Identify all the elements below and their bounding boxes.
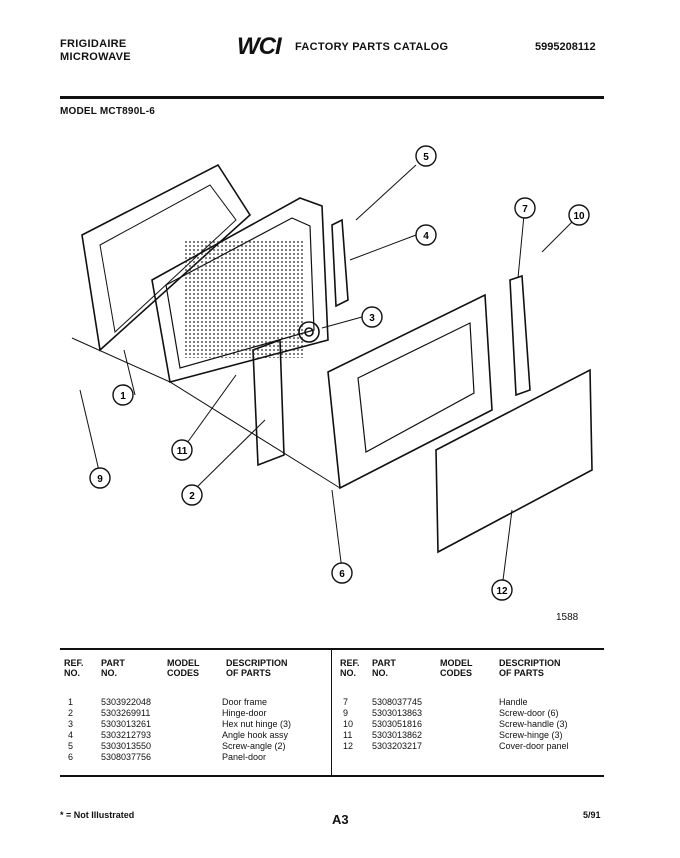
svg-text:7: 7 bbox=[522, 204, 528, 215]
svg-text:12: 12 bbox=[496, 586, 508, 597]
callout-10: 10 bbox=[568, 204, 590, 226]
table-row: 10 bbox=[343, 719, 354, 729]
table-row: 5 bbox=[68, 741, 74, 751]
part-number: 5303013550 bbox=[101, 741, 152, 751]
left-ref-column: 1 2 3 4 5 6 bbox=[68, 697, 73, 763]
callout-12: 12 bbox=[491, 579, 513, 601]
part-number: 5303013863 bbox=[372, 708, 423, 718]
part-number: 5303013261 bbox=[101, 719, 152, 729]
part-number: 5308037756 bbox=[101, 752, 152, 762]
table-row: 9 bbox=[343, 708, 349, 718]
callout-6: 6 bbox=[331, 562, 353, 584]
revision-date: 5/91 bbox=[583, 810, 601, 820]
table-row: 3 bbox=[68, 719, 74, 729]
callout-4: 4 bbox=[415, 224, 437, 246]
part-description: Screw-handle (3) bbox=[499, 719, 568, 729]
part-description: Screw-hinge (3) bbox=[499, 730, 563, 740]
left-desc-column: Door frame Hinge-door Hex nut hinge (3) … bbox=[222, 697, 291, 763]
callout-5: 5 bbox=[415, 145, 437, 167]
svg-text:11: 11 bbox=[177, 446, 188, 457]
callout-2: 2 bbox=[181, 484, 203, 506]
parts-table bbox=[60, 648, 604, 777]
callout-3: 3 bbox=[361, 306, 383, 328]
callout-11: 11 bbox=[171, 439, 193, 461]
table-row: 7 bbox=[343, 697, 349, 707]
part-description: Panel-door bbox=[222, 752, 267, 762]
svg-text:5: 5 bbox=[423, 152, 429, 163]
part-number: 5303269911 bbox=[101, 708, 151, 718]
page-number: A3 bbox=[332, 812, 349, 827]
header-rule bbox=[60, 96, 604, 99]
part-number: 5303203217 bbox=[372, 741, 423, 751]
part-number: 5303212793 bbox=[101, 730, 152, 740]
angle-hook-part bbox=[331, 218, 349, 308]
figure-number: 1588 bbox=[556, 612, 579, 623]
cover-door-panel-part bbox=[435, 368, 593, 554]
part-number: 5303922048 bbox=[101, 697, 152, 707]
right-part-column: 5308037745 5303013863 5303051816 5303013… bbox=[372, 697, 422, 752]
svg-text:2: 2 bbox=[189, 491, 195, 502]
svg-text:10: 10 bbox=[573, 211, 585, 222]
handle-part bbox=[509, 274, 531, 397]
door-frame-part bbox=[81, 163, 252, 352]
part-description: Handle bbox=[499, 697, 528, 707]
svg-text:9: 9 bbox=[97, 474, 103, 485]
table-row: 12 bbox=[343, 741, 354, 751]
choke-panel-part bbox=[151, 197, 329, 383]
header-ref-no-right: REF.NO. bbox=[340, 658, 360, 678]
document-number: 5995208112 bbox=[535, 41, 596, 53]
part-description: Door frame bbox=[222, 697, 268, 707]
callout-1: 1 bbox=[112, 384, 134, 406]
part-description: Angle hook assy bbox=[222, 730, 289, 740]
part-description: Hex nut hinge (3) bbox=[222, 719, 292, 729]
table-row: 11 bbox=[343, 730, 353, 740]
callout-7: 7 bbox=[514, 197, 536, 219]
svg-text:4: 4 bbox=[423, 231, 429, 242]
svg-text:6: 6 bbox=[339, 569, 345, 580]
table-row: 2 bbox=[68, 708, 74, 718]
left-part-column: 5303922048 5303269911 5303013261 5303212… bbox=[101, 697, 151, 763]
brand-block: FRIGIDAIRE MICROWAVE bbox=[60, 38, 131, 64]
svg-text:3: 3 bbox=[369, 313, 375, 324]
part-number: 5303051816 bbox=[372, 719, 423, 729]
product-type: MICROWAVE bbox=[60, 51, 131, 63]
panel-door-part bbox=[327, 293, 493, 490]
part-description: Screw-angle (2) bbox=[222, 741, 286, 751]
part-number: 5308037745 bbox=[372, 697, 423, 707]
header-ref-no-left: REF.NO. bbox=[64, 658, 84, 678]
table-row: 1 bbox=[68, 697, 74, 707]
svg-text:1: 1 bbox=[120, 391, 126, 402]
part-description: Screw-door (6) bbox=[499, 708, 559, 718]
part-description: Hinge-door bbox=[222, 708, 267, 718]
right-desc-column: Handle Screw-door (6) Screw-handle (3) S… bbox=[499, 697, 569, 752]
brand-name: FRIGIDAIRE bbox=[60, 38, 127, 50]
right-ref-column: 7 9 10 11 12 bbox=[343, 697, 353, 752]
part-description: Cover-door panel bbox=[499, 741, 569, 751]
exploded-parts-diagram: 5 4 3 7 10 1 9 11 2 6 12 bbox=[71, 145, 593, 601]
callout-9: 9 bbox=[89, 467, 111, 489]
not-illustrated-note: * = Not Illustrated bbox=[60, 810, 135, 820]
table-column-divider bbox=[331, 648, 332, 775]
wci-logo: WCI bbox=[237, 33, 282, 60]
catalog-title: FACTORY PARTS CATALOG bbox=[295, 41, 449, 53]
table-row: 4 bbox=[68, 730, 74, 740]
table-row: 6 bbox=[68, 752, 74, 762]
model-label: MODEL MCT890L-6 bbox=[60, 106, 156, 117]
part-number: 5303013862 bbox=[372, 730, 423, 740]
